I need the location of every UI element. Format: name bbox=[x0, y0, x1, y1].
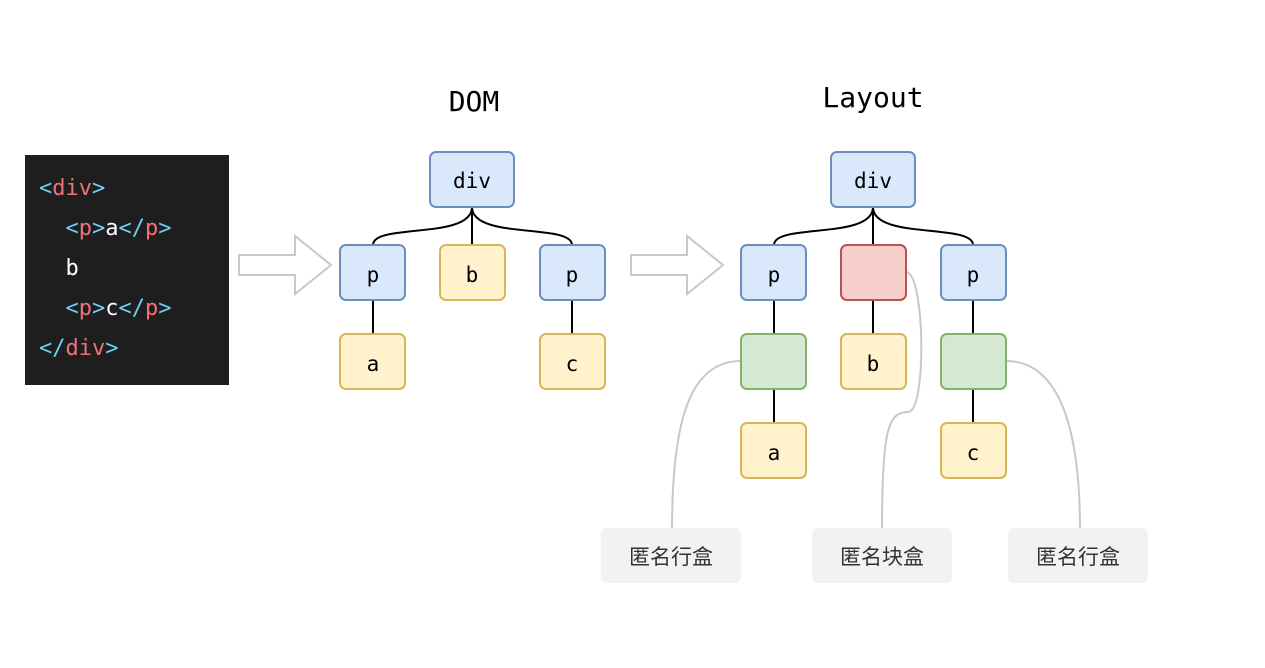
code-text: b bbox=[65, 256, 79, 281]
code-tag-bracket: > bbox=[105, 336, 119, 361]
code-line-4: <p>c</p> bbox=[39, 296, 172, 322]
layout-title: Layout bbox=[822, 81, 923, 114]
code-line-1: <div> bbox=[39, 176, 105, 202]
layout-node-b-label: b bbox=[867, 352, 880, 376]
code-line-3: b bbox=[39, 256, 79, 282]
layout-node-p2-label: p bbox=[967, 263, 980, 287]
callout-anonymous-block-label: 匿名块盒 bbox=[840, 545, 924, 569]
layout-node-a: a bbox=[740, 422, 807, 479]
layout-node-b: b bbox=[840, 333, 907, 390]
layout-edges bbox=[773, 206, 974, 423]
dom-node-p2: p bbox=[539, 244, 606, 301]
dom-node-div: div bbox=[429, 151, 515, 208]
code-text: a bbox=[105, 216, 119, 241]
layout-node-anonymous-line-1 bbox=[740, 333, 807, 390]
layout-node-p2: p bbox=[940, 244, 1007, 301]
code-tag-bracket: < bbox=[65, 216, 79, 241]
layout-node-anonymous-block bbox=[840, 244, 907, 301]
code-tag-bracket: </ bbox=[39, 336, 66, 361]
arrow-dom-to-layout bbox=[630, 233, 725, 297]
code-line-5: </div> bbox=[39, 336, 119, 362]
dom-edges bbox=[372, 206, 573, 334]
code-tag-bracket: </ bbox=[118, 216, 146, 241]
code-tag-bracket: < bbox=[65, 296, 79, 321]
dom-node-a: a bbox=[339, 333, 406, 390]
arrow-code-to-dom bbox=[238, 233, 333, 297]
code-tag-name: div bbox=[65, 336, 106, 361]
layout-node-anonymous-line-2 bbox=[940, 333, 1007, 390]
callout-anonymous-line-1-label: 匿名行盒 bbox=[629, 545, 713, 569]
layout-node-c: c bbox=[940, 422, 1007, 479]
layout-node-p1-label: p bbox=[768, 263, 781, 287]
dom-node-p2-label: p bbox=[566, 263, 579, 287]
callout-anonymous-line-2: 匿名行盒 bbox=[1008, 528, 1148, 583]
code-tag-name: p bbox=[78, 216, 92, 241]
dom-node-c: c bbox=[539, 333, 606, 390]
callout-anonymous-block: 匿名块盒 bbox=[812, 528, 952, 583]
layout-node-c-label: c bbox=[967, 441, 980, 465]
code-tag-name: p bbox=[145, 216, 159, 241]
layout-node-p1: p bbox=[740, 244, 807, 301]
callout-anonymous-line-1: 匿名行盒 bbox=[601, 528, 741, 583]
dom-node-c-label: c bbox=[566, 352, 579, 376]
dom-node-b: b bbox=[439, 244, 506, 301]
dom-node-div-label: div bbox=[453, 169, 491, 193]
code-tag-name: p bbox=[78, 296, 92, 321]
dom-node-a-label: a bbox=[367, 352, 380, 376]
code-tag-bracket: > bbox=[158, 216, 172, 241]
code-tag-bracket: > bbox=[92, 176, 106, 201]
code-tag-bracket: > bbox=[92, 216, 106, 241]
dom-node-p1: p bbox=[339, 244, 406, 301]
code-text: c bbox=[105, 296, 119, 321]
code-tag-bracket: > bbox=[158, 296, 172, 321]
code-tag-name: div bbox=[52, 176, 92, 201]
layout-node-a-label: a bbox=[768, 441, 781, 465]
code-tag-bracket: </ bbox=[118, 296, 146, 321]
layout-node-div-label: div bbox=[854, 169, 892, 193]
code-tag-bracket: < bbox=[39, 176, 53, 201]
layout-node-div: div bbox=[830, 151, 916, 208]
code-tag-name: p bbox=[145, 296, 159, 321]
callout-connectors bbox=[671, 271, 1081, 531]
code-line-2: <p>a</p> bbox=[39, 216, 172, 242]
dom-node-p1-label: p bbox=[367, 263, 380, 287]
dom-title: DOM bbox=[449, 85, 500, 118]
html-code-panel: <div> <p>a</p> b <p>c</p> </div> bbox=[25, 155, 229, 385]
code-tag-bracket: > bbox=[92, 296, 106, 321]
callout-anonymous-line-2-label: 匿名行盒 bbox=[1036, 545, 1120, 569]
dom-node-b-label: b bbox=[466, 263, 479, 287]
